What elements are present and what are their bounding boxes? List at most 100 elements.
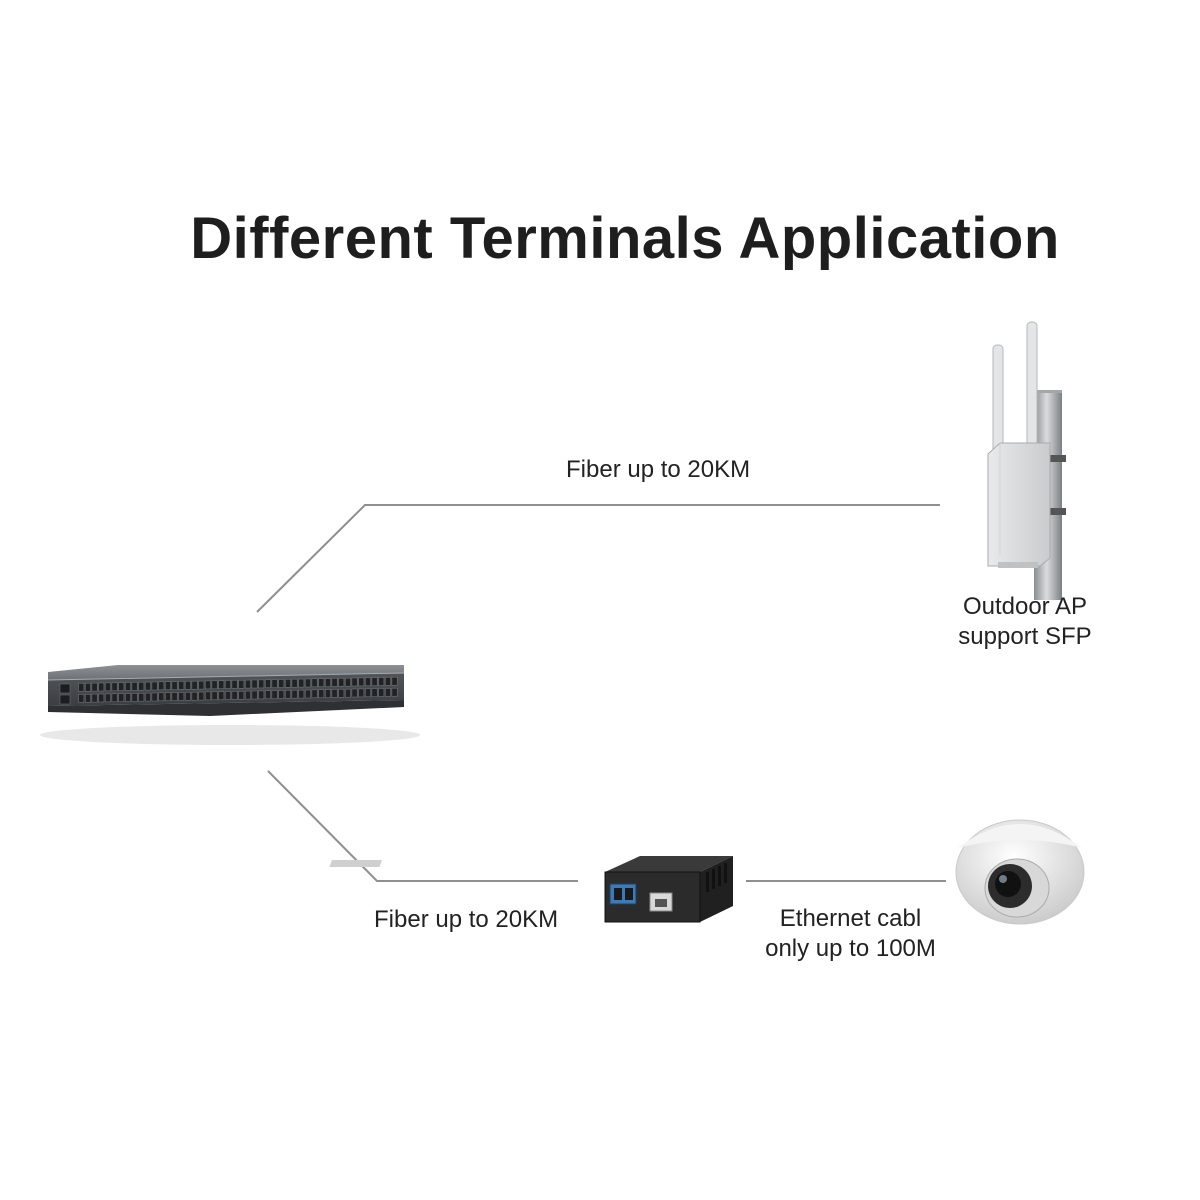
switch-port <box>212 681 217 689</box>
switch-port <box>359 689 364 697</box>
switch-port <box>352 689 357 697</box>
switch-port <box>179 681 184 689</box>
switch-port <box>365 678 370 686</box>
switch-port <box>172 693 177 701</box>
dome-camera-icon <box>956 820 1084 924</box>
switch-port <box>165 682 170 690</box>
switch-port <box>112 694 117 702</box>
switch-port <box>185 681 190 689</box>
switch-port <box>92 683 97 691</box>
switch-port <box>385 677 390 685</box>
switch-port <box>225 692 230 700</box>
switch-port <box>139 693 144 701</box>
switch-port <box>225 681 230 689</box>
switch-port <box>199 681 204 689</box>
switch-port <box>345 689 350 697</box>
switch-port <box>79 683 84 691</box>
switch-port <box>325 690 330 698</box>
switch-port <box>272 680 277 688</box>
switch-port <box>372 689 377 697</box>
outdoor-ap-label: Outdoor AP support SFP <box>935 592 1115 652</box>
switch-port <box>312 679 317 687</box>
outdoor-ap-label-line2: support SFP <box>935 622 1115 652</box>
switch-port <box>152 693 157 701</box>
switch-port <box>319 679 324 687</box>
switch-port <box>99 694 104 702</box>
switch-port <box>372 678 377 686</box>
switch-port <box>139 682 144 690</box>
switch-port <box>332 678 337 686</box>
switch-port <box>219 692 224 700</box>
switch-port <box>265 680 270 688</box>
switch-port <box>145 682 150 690</box>
switch-port <box>85 694 90 702</box>
switch-port <box>339 689 344 697</box>
switch-port <box>205 681 210 689</box>
ethernet-label-line1: Ethernet cabl <box>748 904 953 934</box>
switch-port <box>379 689 384 697</box>
network-switch-icon <box>40 665 420 745</box>
ethernet-label-line2: only up to 100M <box>748 934 953 964</box>
switch-port <box>285 679 290 687</box>
switch-port <box>119 694 124 702</box>
switch-port <box>105 694 110 702</box>
switch-port <box>125 694 130 702</box>
switch-port <box>119 683 124 691</box>
switch-port <box>379 678 384 686</box>
switch-port <box>292 679 297 687</box>
switch-port <box>239 691 244 699</box>
ethernet-label: Ethernet cabl only up to 100M <box>748 904 953 964</box>
switch-port <box>259 680 264 688</box>
switch-port <box>179 692 184 700</box>
switch-port <box>125 683 130 691</box>
switch-port <box>212 692 217 700</box>
switch-port <box>299 679 304 687</box>
switch-port <box>325 679 330 687</box>
switch-port <box>239 680 244 688</box>
switch-port <box>392 688 397 696</box>
switch-port <box>332 689 337 697</box>
switch-port <box>232 680 237 688</box>
switch-port <box>152 682 157 690</box>
switch-port <box>105 683 110 691</box>
switch-port <box>85 683 90 691</box>
switch-port <box>159 682 164 690</box>
switch-port <box>299 690 304 698</box>
switch-port <box>132 682 137 690</box>
switch-port <box>345 678 350 686</box>
switch-port <box>165 693 170 701</box>
switch-port <box>265 691 270 699</box>
switch-port <box>292 690 297 698</box>
top-fiber-label: Fiber up to 20KM <box>566 455 750 485</box>
switch-port <box>392 677 397 685</box>
switch-port <box>92 694 97 702</box>
switch-port <box>319 690 324 698</box>
switch-port <box>245 691 250 699</box>
switch-port <box>112 683 117 691</box>
fiber-link-bottom <box>268 771 578 881</box>
switch-port <box>279 680 284 688</box>
switch-port <box>272 691 277 699</box>
switch-port <box>219 681 224 689</box>
switch-port <box>192 681 197 689</box>
switch-port <box>205 692 210 700</box>
switch-port <box>172 682 177 690</box>
switch-port <box>259 691 264 699</box>
switch-port <box>339 678 344 686</box>
switch-port <box>385 688 390 696</box>
switch-port <box>279 691 284 699</box>
switch-port <box>79 694 84 702</box>
outdoor-ap-label-line1: Outdoor AP <box>935 592 1115 622</box>
switch-port <box>199 692 204 700</box>
switch-port <box>365 689 370 697</box>
switch-port <box>192 692 197 700</box>
switch-port <box>232 691 237 699</box>
switch-port <box>305 690 310 698</box>
fiber-link-top <box>257 505 940 612</box>
switch-port <box>305 679 310 687</box>
switch-port <box>132 693 137 701</box>
switch-port <box>185 692 190 700</box>
switch-port <box>252 680 257 688</box>
outdoor-access-point-icon <box>988 322 1066 600</box>
